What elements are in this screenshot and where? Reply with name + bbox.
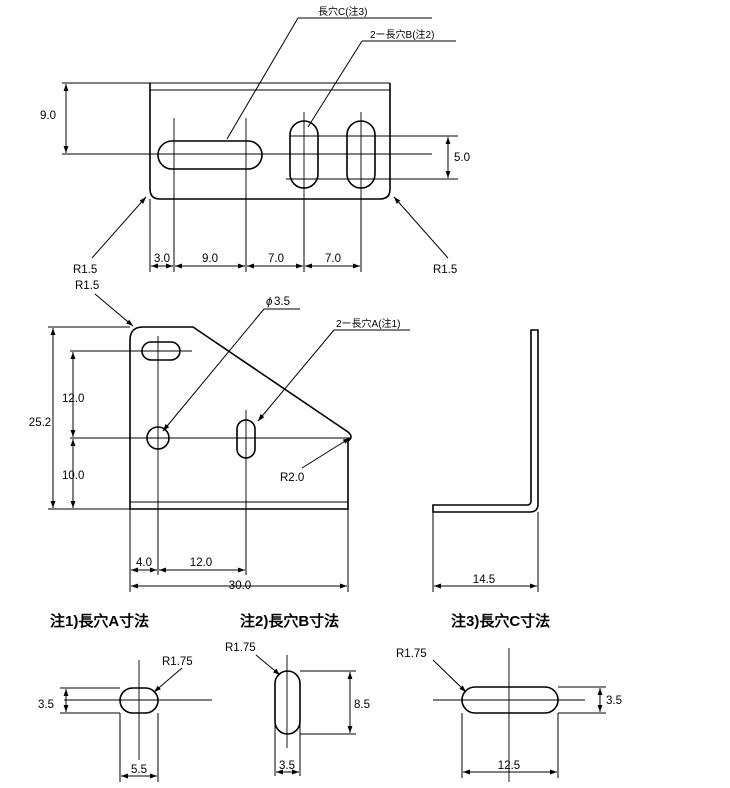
- front-view: 25.2 12.0 10.0 4.0 12.0 30.0 R1.5 ϕ 3.5 …: [29, 280, 410, 592]
- callout-slot-b: 2ー長穴B(注2): [370, 28, 434, 41]
- dim-lower: 10.0: [62, 470, 84, 482]
- dim-7-0: 7.0: [268, 253, 284, 265]
- dim-width: 30.0: [229, 580, 251, 592]
- dim-hole-dia-symbol: ϕ: [266, 296, 273, 308]
- leader-line: [153, 667, 183, 693]
- slot-a-hole: [141, 341, 181, 361]
- dim-9-0: 9.0: [202, 253, 218, 265]
- note3-caption: 注3)長穴C寸法: [451, 612, 550, 630]
- side-profile: [432, 329, 539, 513]
- front-plate-outline: [129, 326, 352, 510]
- leader-line: [91, 196, 147, 259]
- dim-tip-radius: R2.0: [280, 472, 304, 484]
- dim-radius-right: R1.5: [433, 264, 457, 276]
- slot-a-hole: [236, 419, 256, 459]
- dim-note1-height: 3.5: [38, 699, 54, 711]
- callout-slot-a: 2ー長穴A(注1): [336, 317, 400, 330]
- dim-hole-dia: 3.5: [274, 296, 290, 308]
- dim-slot-pitch: 5.0: [454, 152, 470, 164]
- side-view: 14.5: [432, 329, 539, 592]
- note2-caption: 注2)長穴B寸法: [240, 612, 339, 630]
- leader-line: [255, 654, 281, 676]
- note1-caption: 注1)長穴A寸法: [50, 612, 149, 630]
- slot-b-detail: [274, 670, 301, 735]
- callout-leader: [307, 40, 363, 128]
- leader-line: [162, 308, 265, 432]
- callout-leader: [226, 17, 299, 140]
- leader-line: [301, 437, 351, 469]
- callout-leader: [257, 329, 335, 422]
- dim-corner-radius: R1.5: [75, 280, 99, 292]
- dim-3-0: 3.0: [154, 253, 170, 265]
- round-hole: [146, 426, 170, 450]
- leader-line: [393, 196, 449, 259]
- dim-front-height: 25.2: [29, 417, 51, 429]
- dim-radius-left: R1.5: [73, 264, 97, 276]
- dim-note2-width: 3.5: [279, 760, 295, 772]
- top-plate-outline: [149, 83, 391, 200]
- dim-spacing: 12.0: [190, 557, 212, 569]
- dim-7-0: 7.0: [325, 253, 341, 265]
- leader-line: [94, 293, 134, 327]
- slot-c-hole: [157, 140, 263, 170]
- dim-note1-length: 5.5: [131, 764, 147, 776]
- dim-note3-height: 3.5: [606, 695, 622, 707]
- note3-detail: 注3)長穴C寸法 3.5 12.5 R1.75: [396, 612, 622, 782]
- dim-note3-length: 12.5: [498, 760, 520, 772]
- dim-note2-radius: R1.75: [225, 642, 256, 654]
- dim-top-height: 9.0: [40, 110, 56, 122]
- dim-note1-radius: R1.75: [162, 656, 193, 668]
- dim-side-depth: 14.5: [473, 574, 495, 586]
- dim-offset: 4.0: [136, 557, 152, 569]
- dim-note3-radius: R1.75: [396, 648, 427, 660]
- dim-upper: 12.0: [62, 393, 84, 405]
- callout-slot-c: 長穴C(注3): [318, 5, 367, 18]
- note2-detail: 注2)長穴B寸法 8.5 3.5 R1.75: [225, 612, 370, 776]
- top-view: 9.0 5.0 3.0 9.0 7.0 7.0 R1.5 R1.5 長穴C(注3…: [40, 5, 470, 276]
- leader-line: [432, 659, 467, 693]
- dim-note2-length: 8.5: [354, 699, 370, 711]
- note1-detail: 注1)長穴A寸法 3.5 5.5 R1.75: [38, 612, 212, 782]
